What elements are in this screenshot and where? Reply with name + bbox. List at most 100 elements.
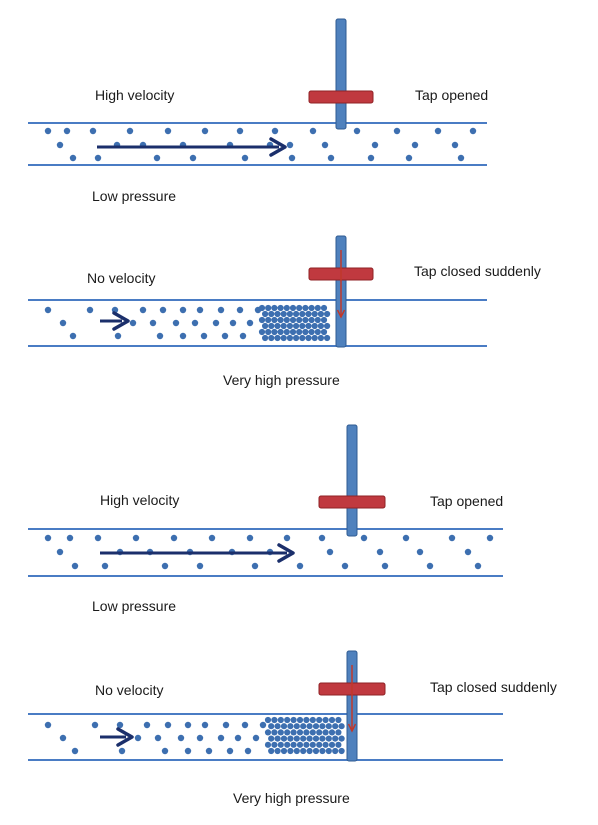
compressed-particle (335, 716, 342, 724)
water-particle (56, 548, 64, 556)
water-particle (154, 734, 162, 742)
water-particle (196, 562, 204, 570)
compressed-particle (271, 316, 278, 324)
water-particle (226, 747, 234, 755)
compressed-particle (283, 316, 290, 324)
water-particle (161, 747, 169, 755)
water-particle (236, 306, 244, 314)
water-particle (153, 154, 161, 162)
compressed-particle (293, 747, 300, 755)
compressed-particle (299, 322, 306, 330)
compressed-particle (303, 716, 310, 724)
water-particle (251, 562, 259, 570)
compressed-particle (302, 304, 309, 312)
compressed-particle (312, 735, 320, 742)
compressed-particle (312, 723, 320, 730)
compressed-particle (312, 747, 320, 755)
water-particle (326, 548, 334, 556)
compressed-particle (274, 322, 281, 330)
compressed-particle (264, 741, 272, 748)
compressed-particle (325, 723, 332, 730)
compressed-particle (268, 735, 275, 742)
water-particle (259, 721, 267, 729)
water-particle (360, 534, 368, 542)
water-particle (126, 127, 134, 135)
compressed-particle (262, 334, 269, 342)
water-particle (381, 562, 389, 570)
water-particle (156, 332, 164, 340)
compressed-particle (309, 741, 316, 748)
water-particle (184, 747, 192, 755)
compressed-particle (305, 322, 312, 330)
compressed-particle (289, 304, 297, 312)
compressed-particle (280, 310, 287, 318)
compressed-particle (328, 729, 336, 736)
compressed-particle (290, 716, 297, 724)
valve-stem (346, 424, 358, 537)
compressed-particle (317, 322, 324, 330)
compressed-particle (280, 322, 287, 330)
compressed-particle (271, 741, 278, 748)
compressed-particle (332, 735, 339, 742)
flow-arrowhead-icon (116, 727, 134, 747)
compressed-particle (284, 716, 291, 724)
compressed-particle (296, 316, 303, 324)
compressed-particle (293, 723, 300, 730)
water-particle (212, 319, 220, 327)
compressed-particle (286, 310, 293, 318)
compressed-particle (283, 328, 290, 336)
water-particle (464, 548, 472, 556)
compressed-particle (300, 723, 307, 730)
compressed-particle (284, 729, 291, 736)
water-particle (69, 332, 77, 340)
water-particle (129, 319, 137, 327)
flow-arrowhead-icon (277, 543, 295, 563)
water-particle (63, 127, 71, 135)
compressed-particle (335, 729, 342, 736)
compressed-particle (277, 741, 284, 748)
compressed-particle (303, 729, 310, 736)
compressed-particle (277, 304, 284, 312)
compressed-particle (322, 729, 329, 736)
compressed-particle (302, 316, 309, 324)
water-particle (469, 127, 477, 135)
tap-handle (308, 90, 374, 104)
compressed-particle (332, 747, 339, 755)
compressed-particle (268, 322, 275, 330)
compressed-particle (290, 741, 297, 748)
compressed-particle (306, 723, 313, 730)
compressed-particle (324, 322, 331, 330)
flow-arrowhead-icon (112, 311, 130, 331)
water-particle (134, 734, 142, 742)
water-particle (288, 154, 296, 162)
compressed-particle (286, 334, 293, 342)
water-particle (426, 562, 434, 570)
compressed-particle (324, 334, 331, 342)
compressed-particle (299, 310, 306, 318)
compressed-particle (258, 328, 266, 336)
water-particle (116, 721, 124, 729)
compressed-particle (319, 747, 326, 755)
compressed-particle (309, 716, 316, 724)
compressed-particle (280, 735, 288, 742)
compressed-particle (319, 735, 326, 742)
compressed-particle (277, 729, 284, 736)
water-particle (283, 534, 291, 542)
compressed-particle (303, 741, 310, 748)
compressed-particle (296, 741, 304, 748)
compressed-particle (311, 310, 318, 318)
water-particle (486, 534, 494, 542)
water-particle (434, 127, 442, 135)
water-particle (59, 319, 67, 327)
compressed-particle (293, 735, 300, 742)
compressed-particle (325, 735, 332, 742)
compressed-particle (287, 747, 294, 755)
pressure-label: Very high pressure (233, 790, 350, 806)
compressed-particle (320, 304, 328, 312)
pressure-label: Low pressure (92, 598, 176, 614)
water-particle (44, 534, 52, 542)
water-particle (341, 562, 349, 570)
